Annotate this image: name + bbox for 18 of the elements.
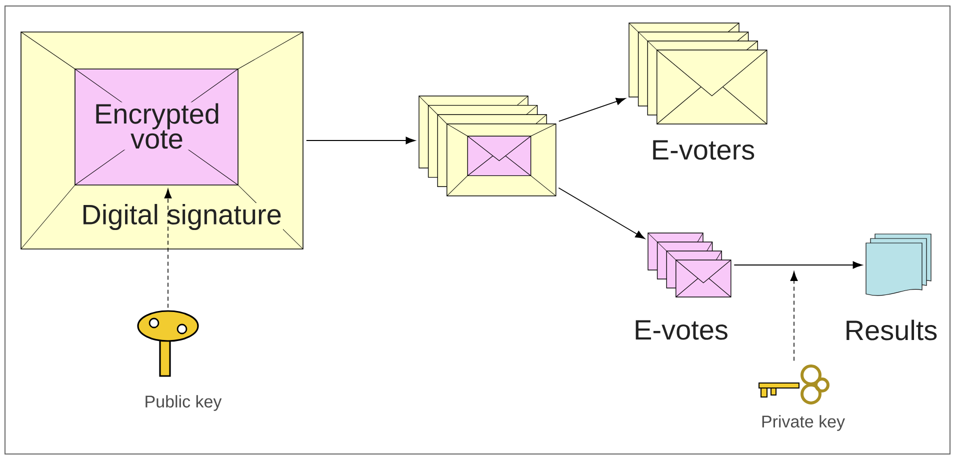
- node-label: Public key: [146, 395, 222, 411]
- arrow: [164, 188, 172, 308]
- node-label: E-votes: [636, 320, 728, 340]
- envelope-stack-drawing: [628, 22, 768, 124]
- arrow: [306, 136, 416, 144]
- arrow: [790, 271, 798, 362]
- node-label: Results: [846, 320, 937, 340]
- arrow: [558, 98, 626, 122]
- envelope-stack-drawing: [418, 96, 556, 196]
- arrow: [558, 187, 645, 239]
- node-label: E-voters: [653, 140, 754, 160]
- node-label: Private key: [762, 415, 845, 431]
- envelope-stack-drawing: [648, 232, 732, 298]
- key-icon: [137, 310, 199, 377]
- arrow: [734, 261, 862, 269]
- envelope: Encrypted vote: [74, 68, 238, 186]
- document-stack-drawing: [866, 234, 932, 296]
- key-icon: [758, 364, 830, 404]
